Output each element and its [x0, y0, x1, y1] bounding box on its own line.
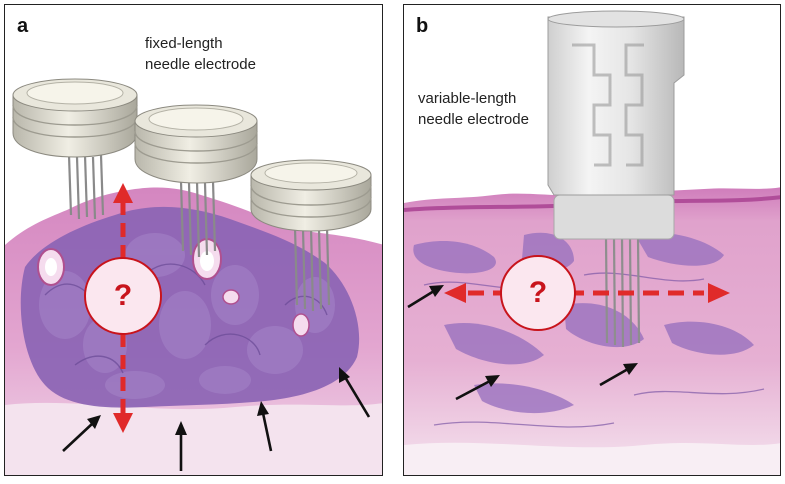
- panel-b-illustration: [404, 10, 780, 475]
- panel-b: b variable-length needle electrode ?: [403, 4, 781, 476]
- unknown-depth-circle: [84, 257, 162, 335]
- panel-a-caption-line1: fixed-length: [145, 35, 223, 52]
- panel-b-question-mark: ?: [528, 276, 548, 309]
- electrode-3: [250, 159, 372, 312]
- tumor-border-arrows: [407, 285, 638, 401]
- variable-length-electrode: [547, 10, 685, 348]
- panel-b-caption-line1: variable-length: [418, 90, 517, 107]
- electrode-1: [12, 78, 138, 220]
- electrode-2: [134, 104, 258, 258]
- panel-a-caption-line2: needle electrode: [145, 56, 256, 73]
- panel-a-caption: fixed-length needle electrode: [145, 33, 256, 75]
- panel-b-letter: b: [416, 15, 429, 37]
- tumor-border-arrows: [62, 367, 371, 471]
- panel-a-illustration: [5, 78, 382, 475]
- depth-uncertainty-arrow: [113, 183, 133, 433]
- panel-b-caption: variable-length needle electrode: [418, 88, 529, 130]
- panel-a: a fixed-length needle electrode ?: [4, 4, 383, 476]
- unknown-extent-circle: [500, 255, 576, 331]
- panel-a-question-mark: ?: [113, 279, 133, 312]
- panel-b-caption-line2: needle electrode: [418, 111, 529, 128]
- panel-a-letter: a: [17, 15, 29, 37]
